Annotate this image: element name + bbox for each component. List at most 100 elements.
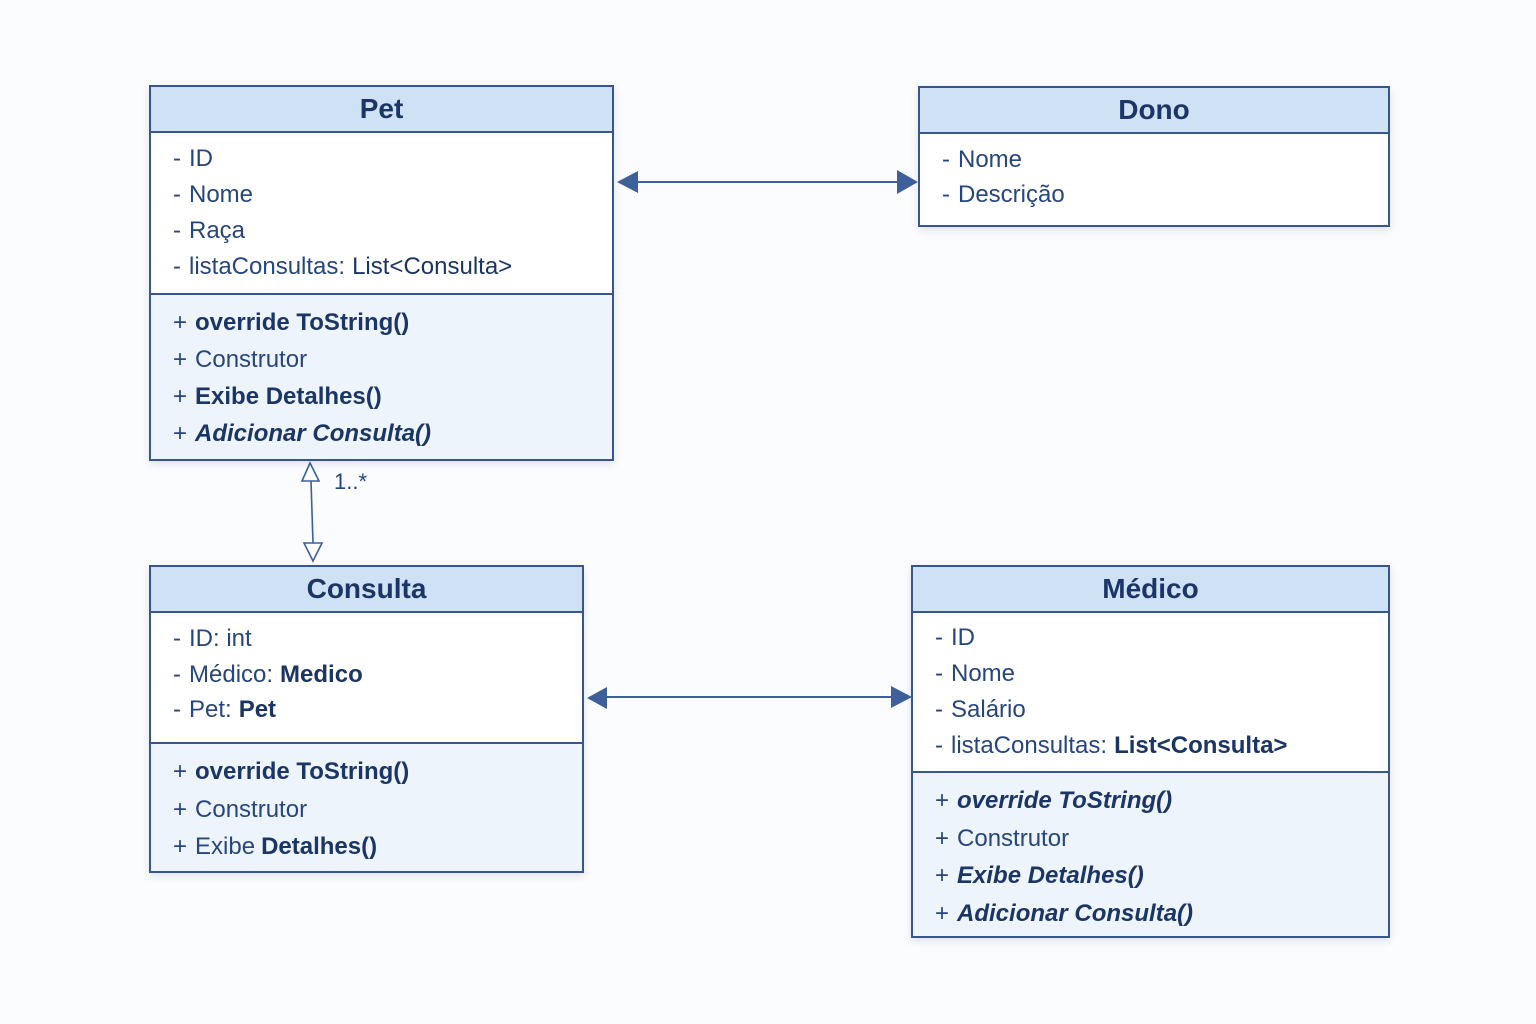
visibility-marker: + (935, 787, 950, 814)
attribute-row: -Nome (173, 177, 612, 213)
association-consulta-medico (587, 686, 912, 709)
attribute-row: -Médico:Medico (173, 657, 582, 693)
method-name: override ToString() (195, 309, 410, 336)
method-name: override ToString() (957, 787, 1173, 814)
attribute-name: Nome (951, 660, 1016, 687)
attribute-name: listaConsultas: (189, 253, 346, 280)
class-name: Pet (151, 87, 612, 133)
attribute-name: Descrição (958, 181, 1065, 208)
multiplicity-label: 1..* (334, 469, 368, 494)
class-consulta: Consulta -ID: int -Médico:Medico -Pet:Pe… (149, 565, 584, 873)
method-row: +Construtor (173, 791, 582, 829)
visibility-marker: + (173, 833, 188, 860)
visibility-marker: + (173, 795, 188, 823)
visibility-marker: - (173, 660, 181, 688)
method-name: Construtor (195, 346, 308, 373)
hollow-arrowhead-up-icon (300, 461, 321, 482)
arrowhead-right-icon (891, 686, 912, 708)
attribute-name: Nome (189, 181, 254, 208)
visibility-marker: - (173, 145, 181, 172)
visibility-marker: - (173, 696, 181, 723)
method-row: + Construtor (173, 341, 612, 378)
method-name: Exibe Detalhes() (195, 383, 382, 410)
method-row: + Exibe Detalhes() (173, 378, 612, 415)
attribute-row: -Raça (173, 213, 612, 249)
attribute-row: -listaConsultas:List<Consulta> (935, 728, 1388, 764)
visibility-marker: + (935, 862, 950, 889)
association-pet-consulta (300, 461, 324, 563)
attribute-name: Nome (958, 146, 1023, 173)
visibility-marker: + (173, 758, 188, 785)
attribute-row: -Descrição (942, 177, 1388, 212)
attributes-section: -ID -Nome -Salário -listaConsultas:List<… (913, 613, 1388, 771)
arrowhead-left-icon (587, 687, 607, 709)
method-name: override ToString() (195, 758, 410, 785)
attribute-name: Salário (951, 696, 1026, 723)
method-name: Exibe Detalhes() (957, 862, 1144, 889)
visibility-marker: - (935, 660, 943, 687)
visibility-marker: + (935, 824, 950, 852)
attribute-name: Pet: (189, 696, 232, 723)
visibility-marker: + (173, 383, 188, 410)
class-medico: Médico -ID -Nome -Salário -listaConsulta… (911, 565, 1390, 938)
class-pet: Pet -ID -Nome -Raça -listaConsultas:List… (149, 85, 614, 461)
attribute-name: Médico: (189, 660, 274, 688)
method-row: + override ToString() (935, 782, 1388, 820)
class-name: Médico (913, 567, 1388, 613)
attribute-type: List<Consulta> (352, 253, 513, 280)
method-name: Adicionar Consulta() (957, 899, 1194, 927)
class-name: Dono (920, 88, 1388, 134)
attribute-type: Pet (238, 696, 277, 723)
visibility-marker: - (173, 253, 181, 280)
class-name: Consulta (151, 567, 582, 613)
method-row: + Exibe Detalhes() (935, 857, 1388, 895)
method-row: + override ToString() (173, 753, 582, 791)
visibility-marker: - (942, 181, 950, 208)
attributes-section: -ID: int -Médico:Medico -Pet:Pet (151, 613, 582, 742)
arrowhead-left-icon (617, 171, 638, 193)
method-row: +override ToString() (173, 304, 612, 341)
attribute-name: ID: int (189, 625, 252, 652)
method-name: Construtor (957, 824, 1070, 852)
visibility-marker: - (173, 181, 181, 208)
visibility-marker: + (173, 420, 188, 447)
attributes-section: -Nome -Descrição (920, 134, 1388, 225)
methods-section: +override ToString() +Construtor +Exibe … (913, 771, 1388, 936)
visibility-marker: - (935, 696, 943, 723)
visibility-marker: - (935, 732, 943, 759)
method-row: +Construtor (935, 820, 1388, 858)
attribute-row: -ID (173, 141, 612, 177)
visibility-marker: - (935, 624, 943, 651)
attribute-row: -Nome (942, 142, 1388, 177)
visibility-marker: - (173, 625, 181, 652)
attribute-name: Raça (189, 217, 246, 244)
attribute-row: -ID: int (173, 621, 582, 657)
arrowhead-right-icon (897, 170, 918, 194)
visibility-marker: + (173, 346, 188, 373)
attribute-type: Medico (280, 660, 363, 688)
attribute-row: -ID (935, 620, 1388, 656)
methods-section: +override ToString() +Construtor +Exibe … (151, 293, 612, 459)
attributes-section: -ID -Nome -Raça -listaConsultas:List<Con… (151, 133, 612, 293)
visibility-marker: - (173, 217, 181, 244)
method-name: Adicionar Consulta() (195, 420, 432, 447)
attribute-name: ID (189, 145, 213, 172)
association-pet-dono (617, 170, 918, 194)
method-row: +Adicionar Consulta() (935, 895, 1388, 933)
class-dono: Dono -Nome -Descrição (918, 86, 1390, 227)
association-line (310, 480, 314, 544)
attribute-type: List<Consulta> (1114, 732, 1288, 759)
visibility-marker: + (935, 899, 950, 927)
method-name-emphasis: Detalhes() (261, 833, 378, 860)
method-name: Exibe (195, 833, 256, 860)
method-name: Construtor (195, 795, 308, 823)
attribute-row: -Salário (935, 692, 1388, 728)
attribute-row: -listaConsultas:List<Consulta> (173, 249, 612, 285)
attribute-row: -Pet:Pet (173, 692, 582, 728)
hollow-arrowhead-down-icon (302, 542, 324, 563)
visibility-marker: - (942, 146, 950, 173)
method-row: + Adicionar Consulta() (173, 415, 612, 452)
